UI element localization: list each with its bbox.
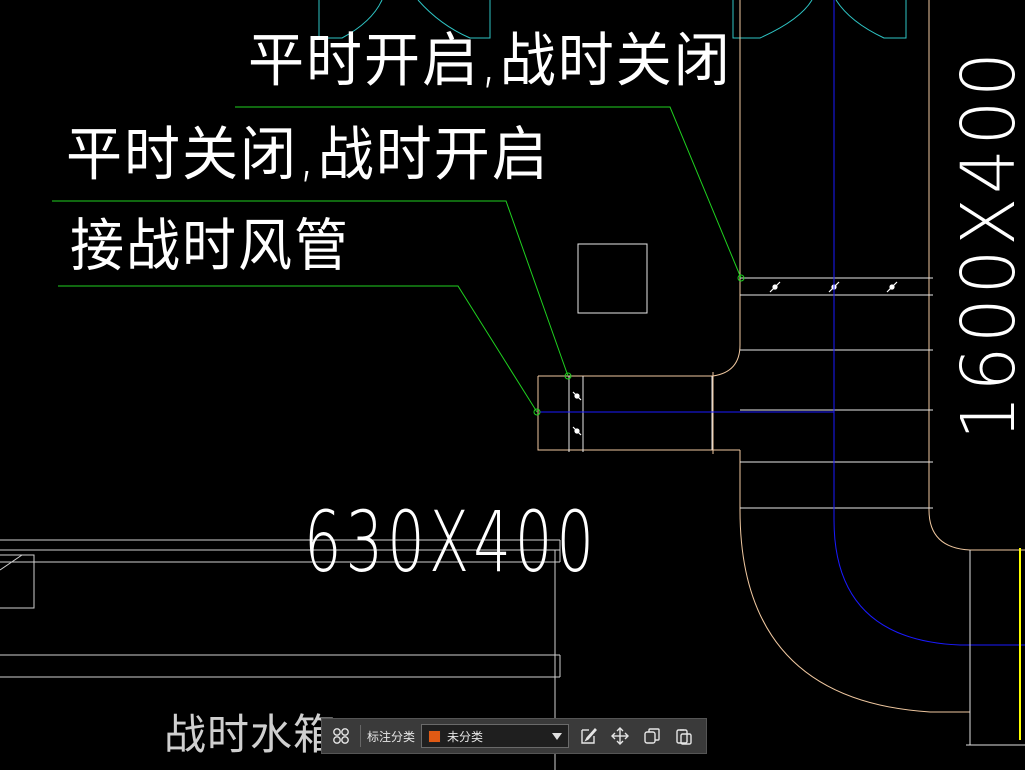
edit-button[interactable]: [575, 723, 601, 749]
move-icon: [611, 727, 630, 745]
water-tank-outline: [0, 539, 561, 770]
label-water-tank: 战时水箱: [164, 710, 337, 759]
annotation-close-peacetime: 平时关闭,战时开启: [66, 120, 550, 189]
copy-icon: [644, 728, 660, 744]
valve-branch: [572, 391, 582, 436]
grid-icon: [333, 728, 349, 744]
chevron-down-icon: [552, 732, 563, 740]
dimension-branch-duct: 630X400: [304, 493, 599, 591]
category-selected-value: 未分类: [447, 729, 484, 744]
leader-lines: [52, 106, 742, 413]
toolbar-separator: [360, 725, 361, 747]
equipment-top: [318, 0, 907, 39]
equipment-square: [577, 243, 648, 314]
centerlines: [540, 0, 1025, 646]
category-label: 标注分类: [367, 729, 416, 744]
annotation-open-peacetime: 平时开启,战时关闭: [248, 26, 732, 95]
duct-segments: [568, 277, 933, 509]
category-color-swatch: [428, 729, 442, 743]
branch-duct: [537, 372, 740, 454]
move-button[interactable]: [607, 723, 633, 749]
main-duct: [712, 0, 1025, 713]
dimension-main-duct: 1600X400: [946, 48, 1025, 441]
grid-menu-button[interactable]: [328, 723, 354, 749]
right-duct-lines: [966, 550, 1025, 746]
leader-endpoints: [533, 274, 745, 416]
paste-icon: [676, 729, 692, 745]
category-dropdown[interactable]: 未分类: [421, 724, 570, 748]
edit-icon: [581, 727, 597, 744]
copy-button[interactable]: [639, 723, 665, 749]
annotation-connect-duct: 接战时风管: [70, 212, 350, 279]
annotation-toolbar: 标注分类 未分类: [321, 718, 707, 754]
paste-button[interactable]: [671, 723, 697, 749]
